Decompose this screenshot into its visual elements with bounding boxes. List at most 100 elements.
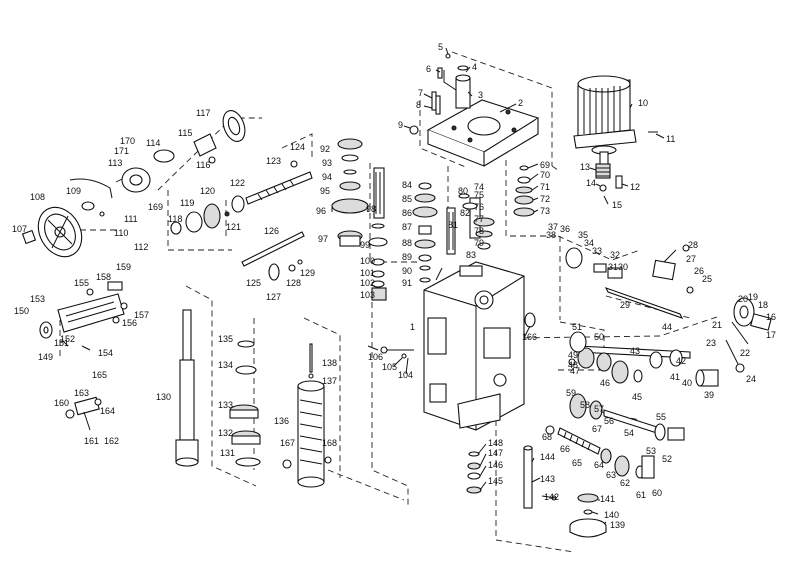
part-callout-60: 60 bbox=[652, 488, 662, 498]
part-callout-137: 137 bbox=[322, 376, 337, 386]
part-callout-164: 164 bbox=[100, 406, 115, 416]
part-callout-114: 114 bbox=[146, 138, 160, 148]
part-callout-155: 155 bbox=[74, 278, 89, 288]
part-callout-46: 46 bbox=[600, 378, 610, 388]
part-callout-12: 12 bbox=[630, 182, 640, 192]
part-callout-80: 80 bbox=[458, 186, 468, 196]
part-callout-35: 35 bbox=[578, 230, 588, 240]
part-callout-42: 42 bbox=[676, 356, 686, 366]
handwheel bbox=[21, 178, 113, 258]
part-callout-36: 36 bbox=[560, 224, 570, 234]
part-callout-171: 171 bbox=[114, 146, 129, 156]
motor bbox=[573, 75, 637, 167]
part-callout-69: 69 bbox=[540, 160, 550, 170]
part-callout-39: 39 bbox=[704, 390, 714, 400]
part-callout-146: 146 bbox=[488, 460, 503, 470]
part-callout-112: 112 bbox=[134, 242, 148, 252]
part-callout-8: 8 bbox=[416, 100, 421, 110]
gear-stack-69-73 bbox=[513, 165, 535, 217]
part-callout-29: 29 bbox=[620, 300, 630, 310]
part-callout-22: 22 bbox=[740, 348, 750, 358]
part-callout-53: 53 bbox=[646, 446, 656, 456]
part-callout-14: 14 bbox=[586, 178, 596, 188]
part-callout-73: 73 bbox=[540, 206, 550, 216]
part-callout-11: 11 bbox=[666, 134, 675, 144]
small-fasteners bbox=[409, 53, 658, 135]
feed-gearbox-group bbox=[565, 244, 772, 373]
part-callout-4: 4 bbox=[472, 62, 477, 72]
part-callout-159: 159 bbox=[116, 262, 131, 272]
upper-spindle bbox=[443, 65, 471, 109]
part-callout-78: 78 bbox=[474, 226, 484, 236]
part-callout-25: 25 bbox=[702, 274, 712, 284]
part-callout-27: 27 bbox=[686, 254, 696, 264]
part-callout-89: 89 bbox=[402, 252, 412, 262]
part-callout-79: 79 bbox=[474, 238, 484, 248]
part-callout-64: 64 bbox=[594, 460, 604, 470]
part-callout-1: 1 bbox=[410, 322, 415, 332]
part-callout-54: 54 bbox=[624, 428, 634, 438]
part-callout-150: 150 bbox=[14, 306, 29, 316]
part-callout-116: 116 bbox=[196, 160, 210, 170]
gear-shaft-52-59 bbox=[569, 393, 685, 441]
part-callout-44: 44 bbox=[662, 322, 672, 332]
part-callout-20: 20 bbox=[738, 294, 748, 304]
part-callout-56: 56 bbox=[604, 416, 614, 426]
part-callout-117: 117 bbox=[196, 108, 210, 118]
part-callout-156: 156 bbox=[122, 318, 137, 328]
spring-housing bbox=[282, 343, 332, 488]
worm-shaft-60-68 bbox=[545, 425, 655, 479]
part-callout-15: 15 bbox=[612, 200, 622, 210]
part-callout-72: 72 bbox=[540, 194, 550, 204]
part-callout-143: 143 bbox=[540, 474, 555, 484]
part-callout-76: 76 bbox=[474, 202, 484, 212]
part-callout-68: 68 bbox=[542, 432, 552, 442]
part-callout-166: 166 bbox=[522, 332, 537, 342]
part-callout-75: 75 bbox=[474, 190, 484, 200]
part-callout-129: 129 bbox=[300, 268, 315, 278]
handwheel-hub bbox=[121, 110, 246, 193]
part-callout-135: 135 bbox=[218, 334, 233, 344]
part-callout-149: 149 bbox=[38, 352, 53, 362]
part-callout-10: 10 bbox=[638, 98, 648, 108]
part-callout-106: 106 bbox=[368, 352, 383, 362]
part-callout-65: 65 bbox=[572, 458, 582, 468]
part-callout-48: 48 bbox=[568, 360, 578, 370]
part-callout-103: 103 bbox=[360, 290, 375, 300]
part-callout-95: 95 bbox=[320, 186, 330, 196]
part-callout-83: 83 bbox=[466, 250, 476, 260]
part-callout-31: 31 bbox=[608, 262, 618, 272]
part-callout-61: 61 bbox=[636, 490, 646, 500]
part-callout-160: 160 bbox=[54, 398, 69, 408]
part-callout-102: 102 bbox=[360, 278, 375, 288]
part-callout-2: 2 bbox=[518, 98, 523, 108]
part-callout-167: 167 bbox=[280, 438, 295, 448]
gear-stack-92-103 bbox=[331, 138, 388, 301]
part-callout-33: 33 bbox=[592, 246, 602, 256]
part-callout-94: 94 bbox=[322, 172, 332, 182]
part-callout-26: 26 bbox=[694, 266, 704, 276]
part-callout-85: 85 bbox=[402, 194, 412, 204]
part-callout-67: 67 bbox=[592, 424, 602, 434]
part-callout-3: 3 bbox=[478, 90, 483, 100]
part-callout-97: 97 bbox=[318, 234, 328, 244]
part-callout-66: 66 bbox=[560, 444, 570, 454]
part-callout-124: 124 bbox=[290, 142, 305, 152]
part-callout-153: 153 bbox=[30, 294, 45, 304]
part-callout-133: 133 bbox=[218, 400, 233, 410]
part-callout-63: 63 bbox=[606, 470, 616, 480]
part-callout-163: 163 bbox=[74, 388, 89, 398]
part-callout-92: 92 bbox=[320, 144, 330, 154]
part-callout-108: 108 bbox=[30, 192, 45, 202]
part-callout-24: 24 bbox=[746, 374, 756, 384]
part-callout-93: 93 bbox=[322, 158, 332, 168]
part-callout-170: 170 bbox=[120, 136, 135, 146]
part-callout-113: 113 bbox=[108, 158, 122, 168]
side-pins bbox=[380, 312, 536, 359]
motor-pulley bbox=[595, 163, 623, 192]
part-callout-105: 105 bbox=[382, 362, 397, 372]
part-callout-131: 131 bbox=[220, 448, 235, 458]
part-callout-98: 98 bbox=[366, 204, 376, 214]
